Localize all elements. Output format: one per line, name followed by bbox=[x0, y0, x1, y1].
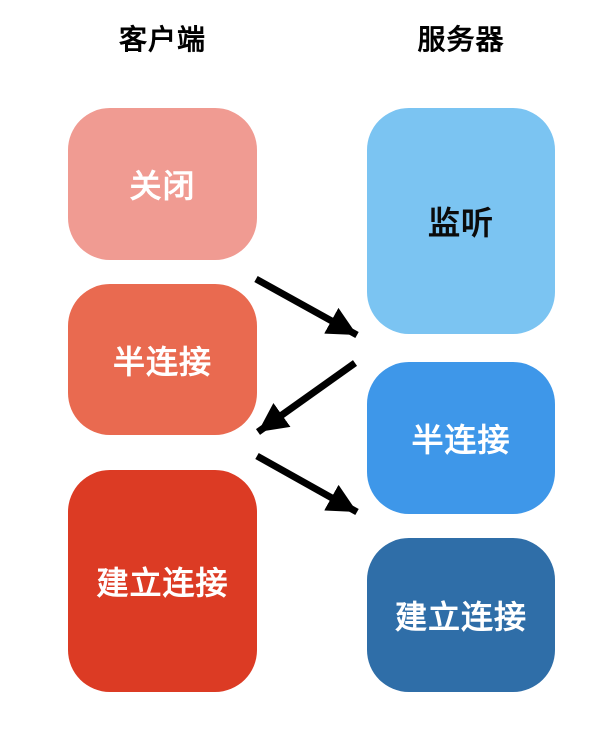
node-server-established: 建立连接 bbox=[367, 538, 555, 692]
arrow-client-to-server-ack bbox=[255, 452, 359, 516]
node-client-half-connected-label: 半连接 bbox=[112, 343, 212, 380]
node-client-half-connected: 半连接 bbox=[68, 284, 257, 435]
arrow-server-to-client-synack bbox=[255, 360, 358, 435]
node-client-established: 建立连接 bbox=[68, 470, 257, 692]
arrow-client-to-server-syn bbox=[254, 275, 359, 339]
node-server-half-connected: 半连接 bbox=[367, 362, 555, 514]
node-client-closed-label: 关闭 bbox=[129, 168, 196, 204]
node-client-closed: 关闭 bbox=[68, 108, 257, 260]
node-client-established-label: 建立连接 bbox=[96, 565, 229, 601]
client-column-header: 客户端 bbox=[118, 24, 206, 55]
server-column-header: 服务器 bbox=[417, 24, 505, 55]
node-server-established-label: 建立连接 bbox=[394, 599, 527, 635]
node-server-listen: 监听 bbox=[367, 108, 555, 334]
node-server-half-connected-label: 半连接 bbox=[411, 422, 511, 458]
node-server-listen-label: 监听 bbox=[427, 205, 494, 241]
